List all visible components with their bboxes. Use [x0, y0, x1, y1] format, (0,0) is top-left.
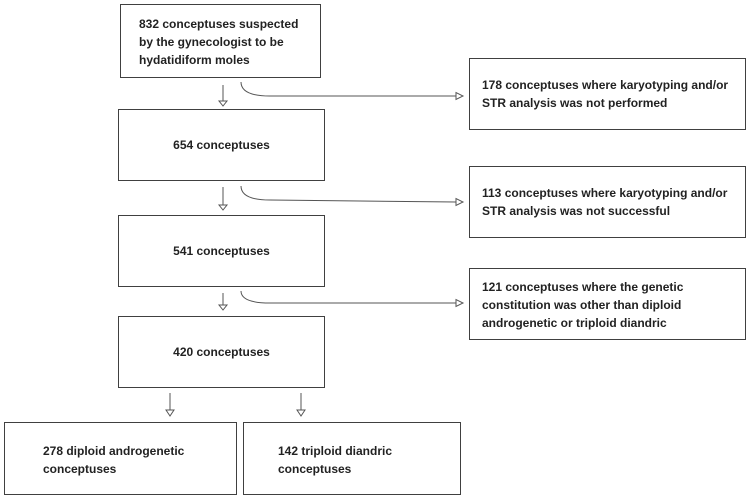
outcome-box-diploid-text: 278 diploid androgenetic conceptuses	[43, 444, 185, 476]
arrow-654-to-541	[217, 187, 229, 211]
start-box: 832 conceptuses suspected by the gynecol…	[120, 4, 321, 78]
exclusion-box-not-performed: 178 conceptuses where karyotyping and/or…	[469, 58, 746, 130]
start-box-text: 832 conceptuses suspected by the gynecol…	[139, 17, 299, 67]
outcome-box-triploid-text: 142 triploid diandric conceptuses	[278, 444, 393, 476]
outcome-box-diploid: 278 diploid androgenetic conceptuses	[4, 422, 237, 495]
arrow-to-exclusion-not-performed	[240, 81, 465, 101]
arrow-to-outcome-triploid	[296, 393, 306, 417]
exclusion-box-not-successful-text: 113 conceptuses where karyotyping and/or…	[482, 186, 728, 218]
arrow-start-to-654	[217, 85, 229, 107]
exclusion-box-not-performed-text: 178 conceptuses where karyotyping and/or…	[482, 78, 729, 110]
arrow-to-outcome-diploid	[165, 393, 175, 417]
outcome-box-triploid: 142 triploid diandric conceptuses	[243, 422, 461, 495]
step-box-654: 654 conceptuses	[118, 109, 325, 181]
exclusion-box-not-successful: 113 conceptuses where karyotyping and/or…	[469, 166, 746, 238]
step-box-654-text: 654 conceptuses	[173, 138, 270, 152]
step-box-541: 541 conceptuses	[118, 215, 325, 287]
step-box-420: 420 conceptuses	[118, 316, 325, 388]
exclusion-box-other-constitution: 121 conceptuses where the genetic consti…	[469, 268, 746, 340]
exclusion-box-other-constitution-text: 121 conceptuses where the genetic consti…	[482, 280, 684, 330]
step-box-541-text: 541 conceptuses	[173, 244, 270, 258]
arrow-541-to-420	[217, 293, 229, 311]
arrow-to-exclusion-not-successful	[240, 185, 465, 207]
step-box-420-text: 420 conceptuses	[173, 345, 270, 359]
arrow-to-exclusion-other-constitution	[240, 290, 465, 308]
